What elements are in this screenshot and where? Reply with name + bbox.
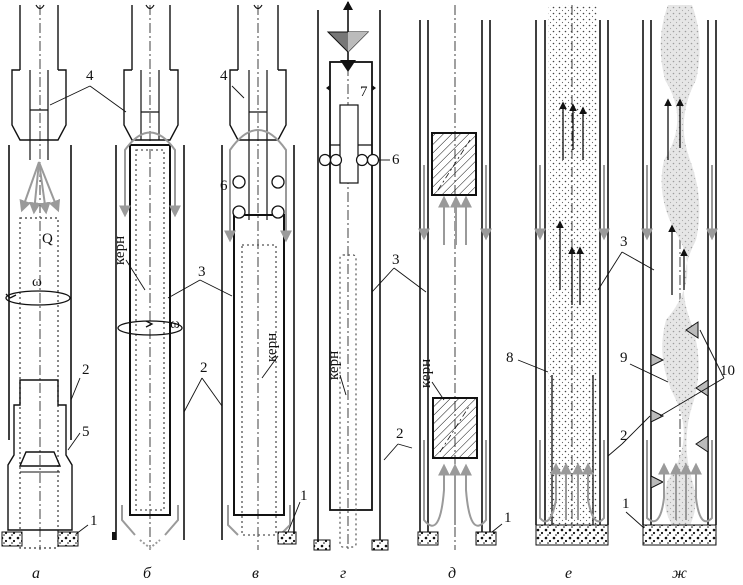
flow-arrows-b — [119, 131, 181, 550]
label-core-b: керн — [112, 236, 128, 265]
panel-a: Q ω 2 5 1 а — [1, 4, 98, 582]
caption-e: е — [565, 565, 572, 582]
label-core-d: керн — [418, 359, 434, 388]
label-4-ab: 4 — [86, 68, 94, 84]
label-2-bv: 2 — [200, 360, 208, 376]
flow-arrows-v — [224, 129, 292, 536]
label-3-bv: 3 — [198, 264, 206, 280]
label-4-v: 4 — [220, 68, 228, 84]
panel-v: 6 4 керн 1 в — [220, 4, 308, 582]
panel-zh: 9 10 1 ж — [620, 5, 735, 582]
label-2-ezh: 2 — [620, 428, 628, 444]
panel-e: 8 е — [506, 5, 610, 582]
panel-g: 7 6 керн г — [313, 1, 400, 582]
label-6-v: 6 — [220, 178, 228, 194]
label-core-g: керн — [326, 351, 342, 380]
label-1-v: 1 — [300, 488, 308, 504]
label-3-ezh: 3 — [620, 234, 628, 250]
caption-v: в — [252, 565, 259, 582]
label-core-v: керн — [264, 333, 280, 362]
caption-g: г — [340, 565, 346, 582]
caption-zh: ж — [672, 565, 687, 582]
label-3-gd: 3 — [392, 252, 400, 268]
flow-arrows-e — [534, 165, 610, 523]
flow-arrows-zh-up — [664, 98, 688, 295]
label-omega-b: ω — [170, 316, 180, 332]
label-1-a: 1 — [90, 513, 98, 529]
flow-arrows-zh — [641, 165, 718, 523]
label-1-d: 1 — [504, 510, 512, 526]
label-1-zh: 1 — [622, 496, 630, 512]
flow-triangles-zh — [650, 321, 709, 489]
caption-b: б — [143, 565, 152, 582]
label-2-gd: 2 — [396, 426, 404, 442]
caption-a: а — [32, 565, 40, 582]
label-omega-a: ω — [32, 274, 42, 290]
label-8-e: 8 — [506, 350, 514, 366]
label-flow-q: Q — [42, 231, 53, 247]
label-10-zh: 10 — [720, 363, 735, 379]
label-9-zh: 9 — [620, 350, 628, 366]
flow-arrows-a — [19, 161, 61, 215]
caption-d: д — [448, 565, 456, 582]
panel-d: керн 1 д — [417, 5, 512, 582]
flow-arrows-d — [418, 165, 492, 527]
label-7-g: 7 — [360, 84, 368, 100]
panel-b: ω керн б — [112, 4, 185, 582]
label-5-a: 5 — [82, 424, 90, 440]
label-2-a: 2 — [82, 362, 90, 378]
flow-arrows-e-up — [556, 101, 587, 305]
label-6-g: 6 — [392, 152, 400, 168]
